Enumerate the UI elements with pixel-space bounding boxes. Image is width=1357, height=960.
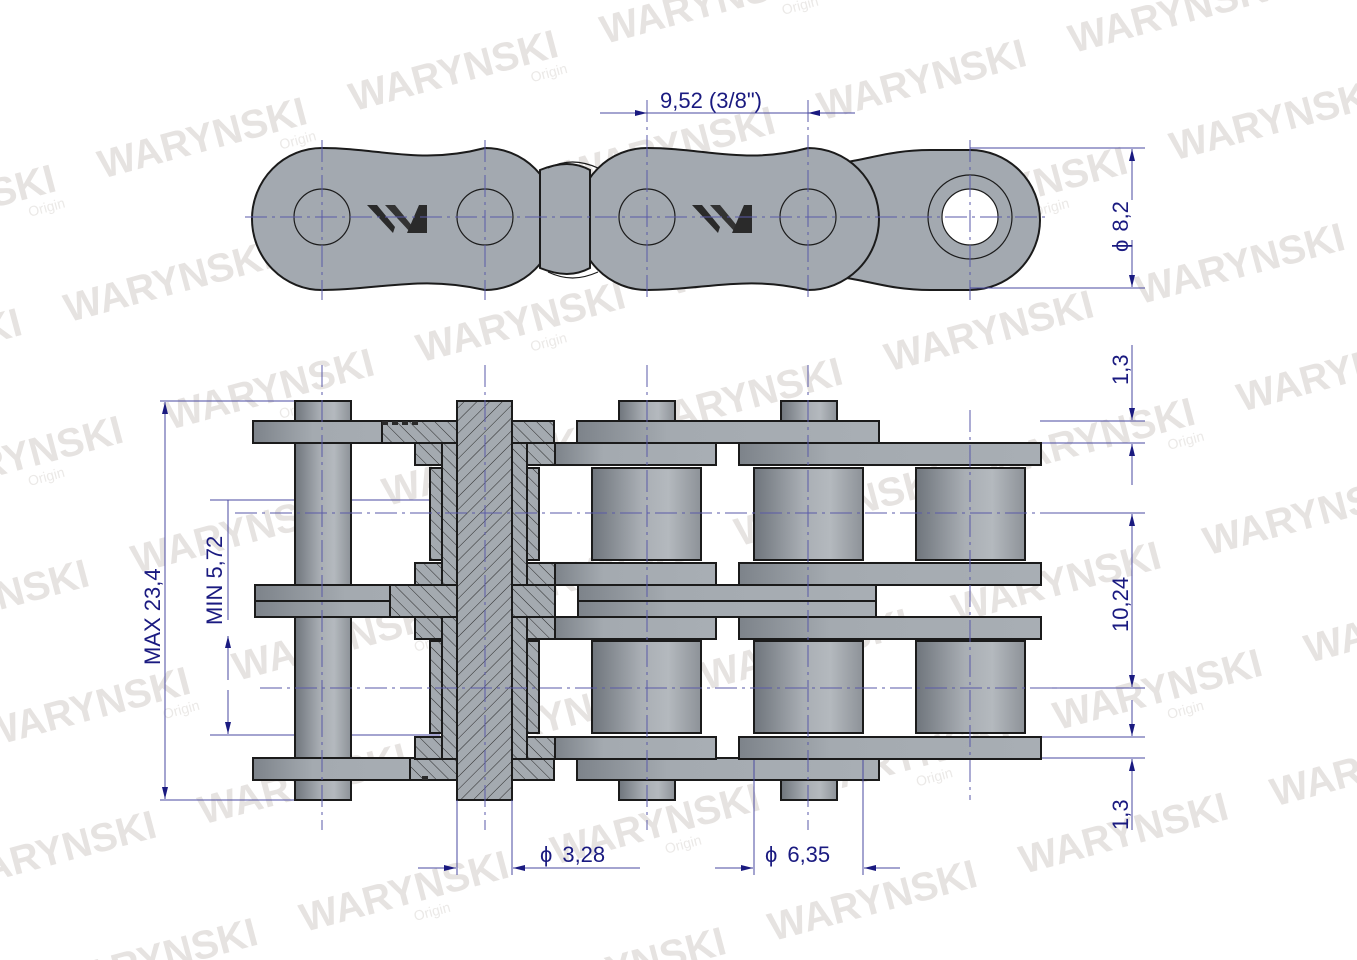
svg-text:WARYNSKI: WARYNSKI [1266, 717, 1357, 815]
inner-plate [738, 442, 1042, 466]
svg-text:WARYNSKI: WARYNSKI [0, 408, 128, 506]
svg-text:WARYNSKI: WARYNSKI [1064, 0, 1282, 62]
inner-plate [554, 736, 717, 760]
outer-plate [576, 757, 880, 781]
outer-plate [576, 420, 880, 444]
sectioned-pin [456, 400, 513, 801]
chain-top-view [245, 100, 1050, 300]
svg-text:WARYNSKI: WARYNSKI [813, 31, 1031, 129]
svg-text:WARYNSKI: WARYNSKI [880, 282, 1098, 380]
svg-text:Origin: Origin [780, 0, 820, 18]
svg-text:WARYNSKI: WARYNSKI [1199, 466, 1357, 564]
svg-text:WARYNSKI: WARYNSKI [1131, 215, 1349, 313]
svg-text:ϕ8,2: ϕ8,2 [1108, 201, 1133, 252]
inner-plate [554, 562, 717, 586]
svg-text:ϕ6,35: ϕ6,35 [765, 842, 830, 867]
total-width-dimension: MAX 23,4 [140, 402, 168, 799]
svg-text:WARYNSKI: WARYNSKI [0, 552, 94, 650]
outer-plate [577, 600, 877, 618]
inner-plate [738, 616, 1042, 640]
inner-plate [554, 442, 717, 466]
svg-text:WARYNSKI: WARYNSKI [59, 233, 277, 331]
svg-text:WARYNSKI: WARYNSKI [1165, 71, 1357, 169]
pitch-dimension: 9,52 (3/8") [600, 88, 855, 116]
w-logo-icon [367, 205, 427, 233]
inner-width-dimension: MIN 5,72 [202, 500, 231, 734]
plate-height-dimension: ϕ8,2 [970, 147, 1145, 289]
inner-plate [554, 616, 717, 640]
svg-text:WARYNSKI: WARYNSKI [412, 273, 630, 371]
svg-text:9,52 (3/8"): 9,52 (3/8") [660, 88, 762, 113]
svg-text:10,24: 10,24 [1108, 577, 1133, 632]
svg-text:MAX 23,4: MAX 23,4 [140, 568, 165, 665]
svg-text:MIN 5,72: MIN 5,72 [202, 536, 227, 625]
svg-text:1,3: 1,3 [1108, 354, 1133, 385]
svg-text:1,3: 1,3 [1108, 799, 1133, 830]
w-logo-icon [692, 205, 752, 233]
chain-section-view [160, 365, 1145, 830]
svg-text:WARYNSKI: WARYNSKI [0, 300, 26, 398]
svg-text:WARYNSKI: WARYNSKI [1232, 323, 1357, 421]
right-dimensions: 1,3 10,24 1,3 [1108, 345, 1135, 830]
svg-text:WARYNSKI: WARYNSKI [44, 910, 262, 960]
outer-plate [577, 584, 877, 602]
svg-text:WARYNSKI: WARYNSKI [512, 919, 730, 960]
svg-text:WARYNSKI: WARYNSKI [1300, 574, 1357, 672]
inner-plate [738, 562, 1042, 586]
inner-plate [738, 736, 1042, 760]
svg-text:WARYNSKI: WARYNSKI [0, 803, 161, 901]
svg-text:ϕ3,28: ϕ3,28 [540, 842, 605, 867]
svg-text:WARYNSKI: WARYNSKI [295, 843, 513, 941]
svg-text:WARYNSKI: WARYNSKI [1049, 641, 1267, 739]
